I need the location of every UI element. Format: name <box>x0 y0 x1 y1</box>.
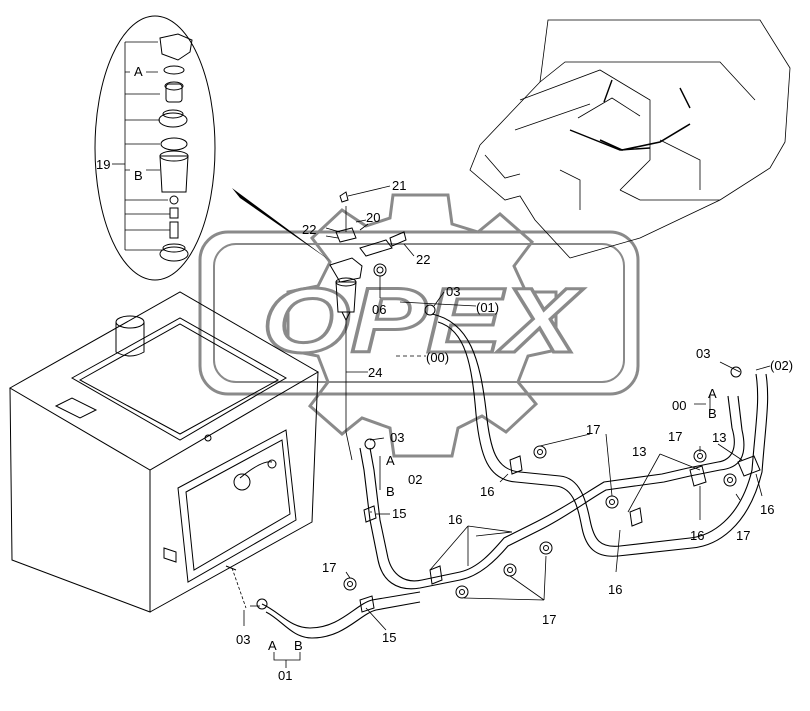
ref-01-top: (01) <box>476 300 499 315</box>
callout-03-right: 03 <box>696 346 710 361</box>
callout-17-bottom: 17 <box>542 612 556 627</box>
callout-22-left: 22 <box>302 222 316 237</box>
excavator-cab-outline <box>469 19 791 259</box>
opex-watermark: OPEX <box>198 193 640 458</box>
inset-pointer <box>232 188 332 262</box>
inset-callout-b: B <box>134 168 143 183</box>
callout-24: 24 <box>368 365 382 380</box>
callout-b-mid: B <box>386 484 395 499</box>
callout-16-c: 16 <box>690 528 704 543</box>
o-ring-part <box>163 65 185 75</box>
callout-19: 19 <box>96 157 110 172</box>
callout-03-mid: 03 <box>390 430 404 445</box>
plug-part <box>169 207 179 219</box>
callout-00: 00 <box>672 398 686 413</box>
callout-06: 06 <box>372 302 386 317</box>
fuel-hoses <box>261 313 769 639</box>
callout-03-top: 03 <box>446 284 460 299</box>
filter-bowl-part <box>159 155 189 193</box>
leader-lines <box>231 185 771 668</box>
fuel-tank <box>8 291 319 613</box>
element-nut-part <box>158 112 188 128</box>
callout-b-bottom: B <box>294 638 303 653</box>
callout-21: 21 <box>392 178 406 193</box>
callout-16-b: 16 <box>760 502 774 517</box>
callout-a-bottom: A <box>268 638 277 653</box>
fuel-filter-assembly <box>329 191 407 322</box>
washer-part <box>169 195 179 205</box>
clamp-bolts <box>343 445 737 599</box>
callout-a-mid: A <box>386 453 395 468</box>
callout-17-top: 17 <box>586 422 600 437</box>
adapter-part <box>165 83 183 103</box>
callout-labels: 21 20 22 22 06 03 (01) (00) 24 03 (02) A… <box>236 178 793 683</box>
filler-cap <box>115 315 145 329</box>
callout-15-bottom: 15 <box>382 630 396 645</box>
callout-17-left: 17 <box>322 560 336 575</box>
watermark-frame <box>198 230 640 396</box>
callout-b-right: B <box>708 406 717 421</box>
ref-02: (02) <box>770 358 793 373</box>
callout-a-right: A <box>708 386 717 401</box>
inset-callout-a: A <box>134 64 143 79</box>
callout-17-c: 17 <box>736 528 750 543</box>
callout-16-e: 16 <box>608 582 622 597</box>
callout-01: 01 <box>278 668 292 683</box>
drain-part <box>169 221 179 239</box>
callout-13-b: 13 <box>712 430 726 445</box>
ring-nut-part <box>159 246 189 262</box>
callout-20: 20 <box>366 210 380 225</box>
filter-head-part <box>159 33 193 61</box>
callout-15-mid: 15 <box>392 506 406 521</box>
ref-00: (00) <box>426 350 449 365</box>
callout-22-right: 22 <box>416 252 430 267</box>
callout-13-a: 13 <box>632 444 646 459</box>
callout-16-a: 16 <box>480 484 494 499</box>
filter-detail-inset: 19 A B <box>94 15 332 281</box>
callout-16-d: 16 <box>448 512 462 527</box>
callout-17-b: 17 <box>668 429 682 444</box>
callout-03-bottom: 03 <box>236 632 250 647</box>
watermark-text: OPEX <box>262 270 584 372</box>
seal-ring-part <box>160 137 188 151</box>
callout-02: 02 <box>408 472 422 487</box>
